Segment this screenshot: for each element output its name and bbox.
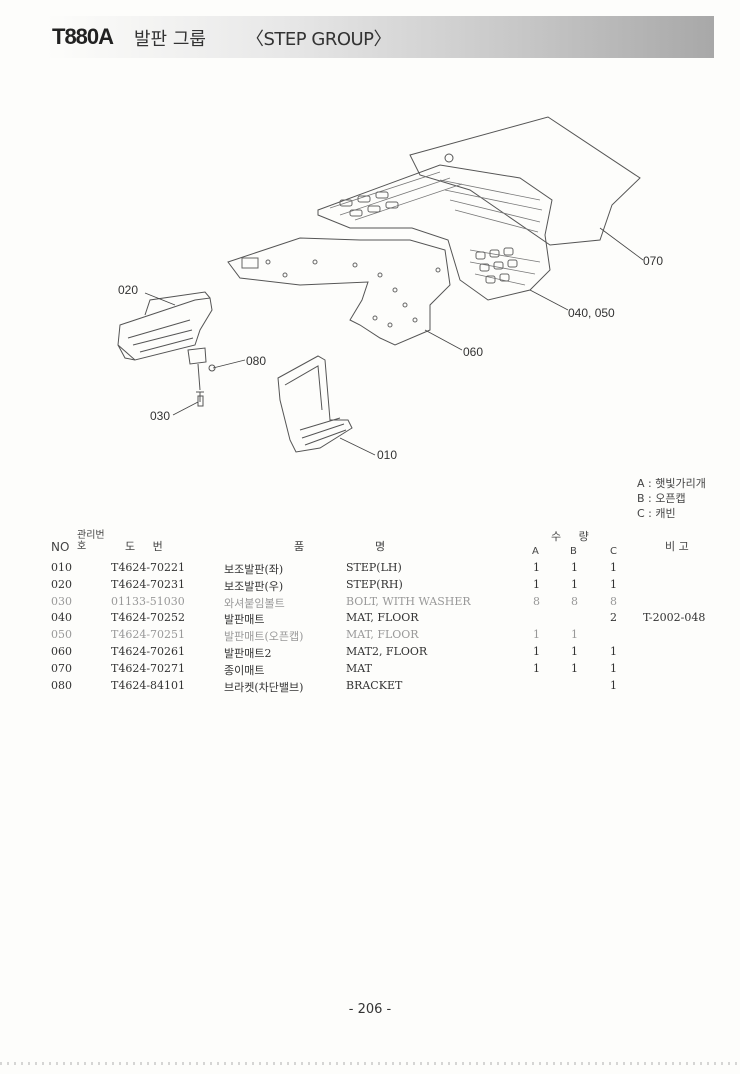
callout-040-050: 040, 050 xyxy=(568,306,615,320)
row-qty-a: 1 xyxy=(533,628,540,642)
col-header-no: NO xyxy=(51,540,70,554)
row-no: 040 xyxy=(51,611,72,625)
table-row: 060 T4624-70261 발판매트2 MAT2, FLOOR 1 1 1 xyxy=(0,645,740,661)
row-no: 080 xyxy=(51,678,72,692)
floor-mat-040-050 xyxy=(317,164,553,301)
legend-item-a: A : 햇빛가리개 xyxy=(637,477,706,490)
col-header-qty-a: A xyxy=(532,546,539,557)
row-drawing-number: T4624-70252 xyxy=(111,611,186,625)
row-qty-c: 1 xyxy=(610,661,617,675)
col-header-drawing: 도 번 xyxy=(125,540,163,553)
row-qty-c: 1 xyxy=(610,561,617,574)
row-part-name-english: BRACKET xyxy=(346,678,403,692)
row-qty-b: 8 xyxy=(571,594,578,608)
callout-060: 060 xyxy=(463,345,484,359)
table-row: 040 T4624-70252 발판매트 MAT, FLOOR 2 T-2002-048 xyxy=(0,611,740,627)
table-row: 020 T4624-70231 보조발판(우) STEP(RH) 1 1 1 xyxy=(0,578,740,594)
col-header-part-name-a: 품 xyxy=(294,540,305,553)
floor-mat-060 xyxy=(227,237,451,346)
row-part-name-korean: 보조발판(좌) xyxy=(224,563,284,576)
row-part-name-english: MAT2, FLOOR xyxy=(346,645,428,658)
row-no: 050 xyxy=(51,628,72,642)
row-drawing-number: 01133-51030 xyxy=(111,594,185,608)
row-remark: T-2002-048 xyxy=(643,611,706,625)
row-qty-b: 1 xyxy=(571,628,578,642)
model-code: T880A xyxy=(52,24,114,49)
row-no: 010 xyxy=(51,561,72,574)
col-header-qty-b: B xyxy=(570,546,577,557)
row-qty-c: 1 xyxy=(610,645,617,658)
table-row: 080 T4624-84101 브라켓(차단밸브) BRACKET 1 xyxy=(0,679,740,695)
callout-070: 070 xyxy=(643,254,664,268)
callout-010: 010 xyxy=(377,448,398,462)
header-title-korean: 발판 그룹 xyxy=(134,29,206,50)
row-part-name-korean: 발판매트 xyxy=(224,613,265,627)
variant-legend: A : 햇빛가리개 B : 오픈캡 C : 캐빈 xyxy=(637,476,706,521)
row-part-name-korean: 종이매트 xyxy=(224,663,265,677)
row-no: 060 xyxy=(51,645,72,658)
table-row: 070 T4624-70271 종이매트 MAT 1 1 1 xyxy=(0,662,740,678)
row-part-name-english: BOLT, WITH WASHER xyxy=(346,594,471,608)
row-qty-c: 8 xyxy=(610,594,617,608)
col-header-remark: 비 고 xyxy=(665,540,689,553)
step-lh-010 xyxy=(277,355,353,453)
callout-080: 080 xyxy=(246,354,267,368)
col-header-qty-c: C xyxy=(610,546,617,557)
row-qty-b: 1 xyxy=(571,645,578,658)
exploded-parts-diagram xyxy=(117,116,644,456)
page-header: T880A 발판 그룹 〈STEP GROUP〉 xyxy=(46,16,714,58)
page-number: - 206 - xyxy=(348,1002,392,1017)
step-rh-020 xyxy=(117,297,213,361)
row-drawing-number: T4624-84101 xyxy=(111,678,186,692)
table-row: 030 01133-51030 와셔붙임볼트 BOLT, WITH WASHER 8 8 8 xyxy=(0,595,740,611)
row-part-name-english: STEP(LH) xyxy=(346,561,402,574)
row-qty-a: 1 xyxy=(533,577,540,591)
row-part-name-english: MAT xyxy=(346,661,372,675)
row-drawing-number: T4624-70221 xyxy=(111,561,186,574)
row-part-name-korean: 보조발판(우) xyxy=(224,579,284,593)
row-part-name-korean: 발판매트2 xyxy=(224,647,272,660)
legend-item-c: C : 캐빈 xyxy=(637,507,676,520)
row-qty-c: 2 xyxy=(610,611,617,625)
row-part-name-english: MAT, FLOOR xyxy=(346,611,419,625)
bracket-080 xyxy=(187,347,207,365)
row-qty-c: 1 xyxy=(610,577,617,591)
header-title-english: 〈STEP GROUP〉 xyxy=(246,29,392,50)
row-no: 030 xyxy=(51,594,72,608)
col-header-mgmt: 관리번호 xyxy=(77,530,105,552)
row-no: 070 xyxy=(51,661,72,675)
row-part-name-english: STEP(RH) xyxy=(346,577,403,591)
row-drawing-number: T4624-70231 xyxy=(111,577,186,591)
row-part-name-korean: 브라켓(차단밸브) xyxy=(224,680,304,694)
row-qty-b: 1 xyxy=(571,577,578,591)
scan-noise xyxy=(0,1062,740,1065)
row-no: 020 xyxy=(51,577,72,591)
row-qty-a: 1 xyxy=(533,645,540,658)
row-drawing-number: T4624-70261 xyxy=(111,645,186,658)
callout-030: 030 xyxy=(150,409,171,423)
table-row: 050 T4624-70251 발판매트(오픈캡) MAT, FLOOR 1 1 xyxy=(0,628,740,644)
legend-item-b: B : 오픈캡 xyxy=(637,492,686,505)
row-qty-a: 1 xyxy=(533,661,540,675)
row-drawing-number: T4624-70251 xyxy=(111,628,186,642)
bolt-030 xyxy=(197,395,204,407)
paper-mat-070 xyxy=(409,116,641,246)
row-part-name-korean: 와셔붙임볼트 xyxy=(224,596,285,610)
row-qty-a: 8 xyxy=(533,594,540,608)
col-header-part-name-b: 명 xyxy=(375,540,386,553)
row-drawing-number: T4624-70271 xyxy=(111,661,186,675)
row-qty-a: 1 xyxy=(533,561,540,574)
row-qty-c: 1 xyxy=(610,678,617,692)
callout-020: 020 xyxy=(118,283,139,297)
table-row: 010 T4624-70221 보조발판(좌) STEP(LH) 1 1 1 xyxy=(0,561,740,577)
row-part-name-korean: 발판매트(오픈캡) xyxy=(224,630,304,644)
row-qty-b: 1 xyxy=(571,661,578,675)
row-qty-b: 1 xyxy=(571,561,578,574)
col-header-qty: 수 량 xyxy=(551,530,589,543)
row-part-name-english: MAT, FLOOR xyxy=(346,628,419,642)
